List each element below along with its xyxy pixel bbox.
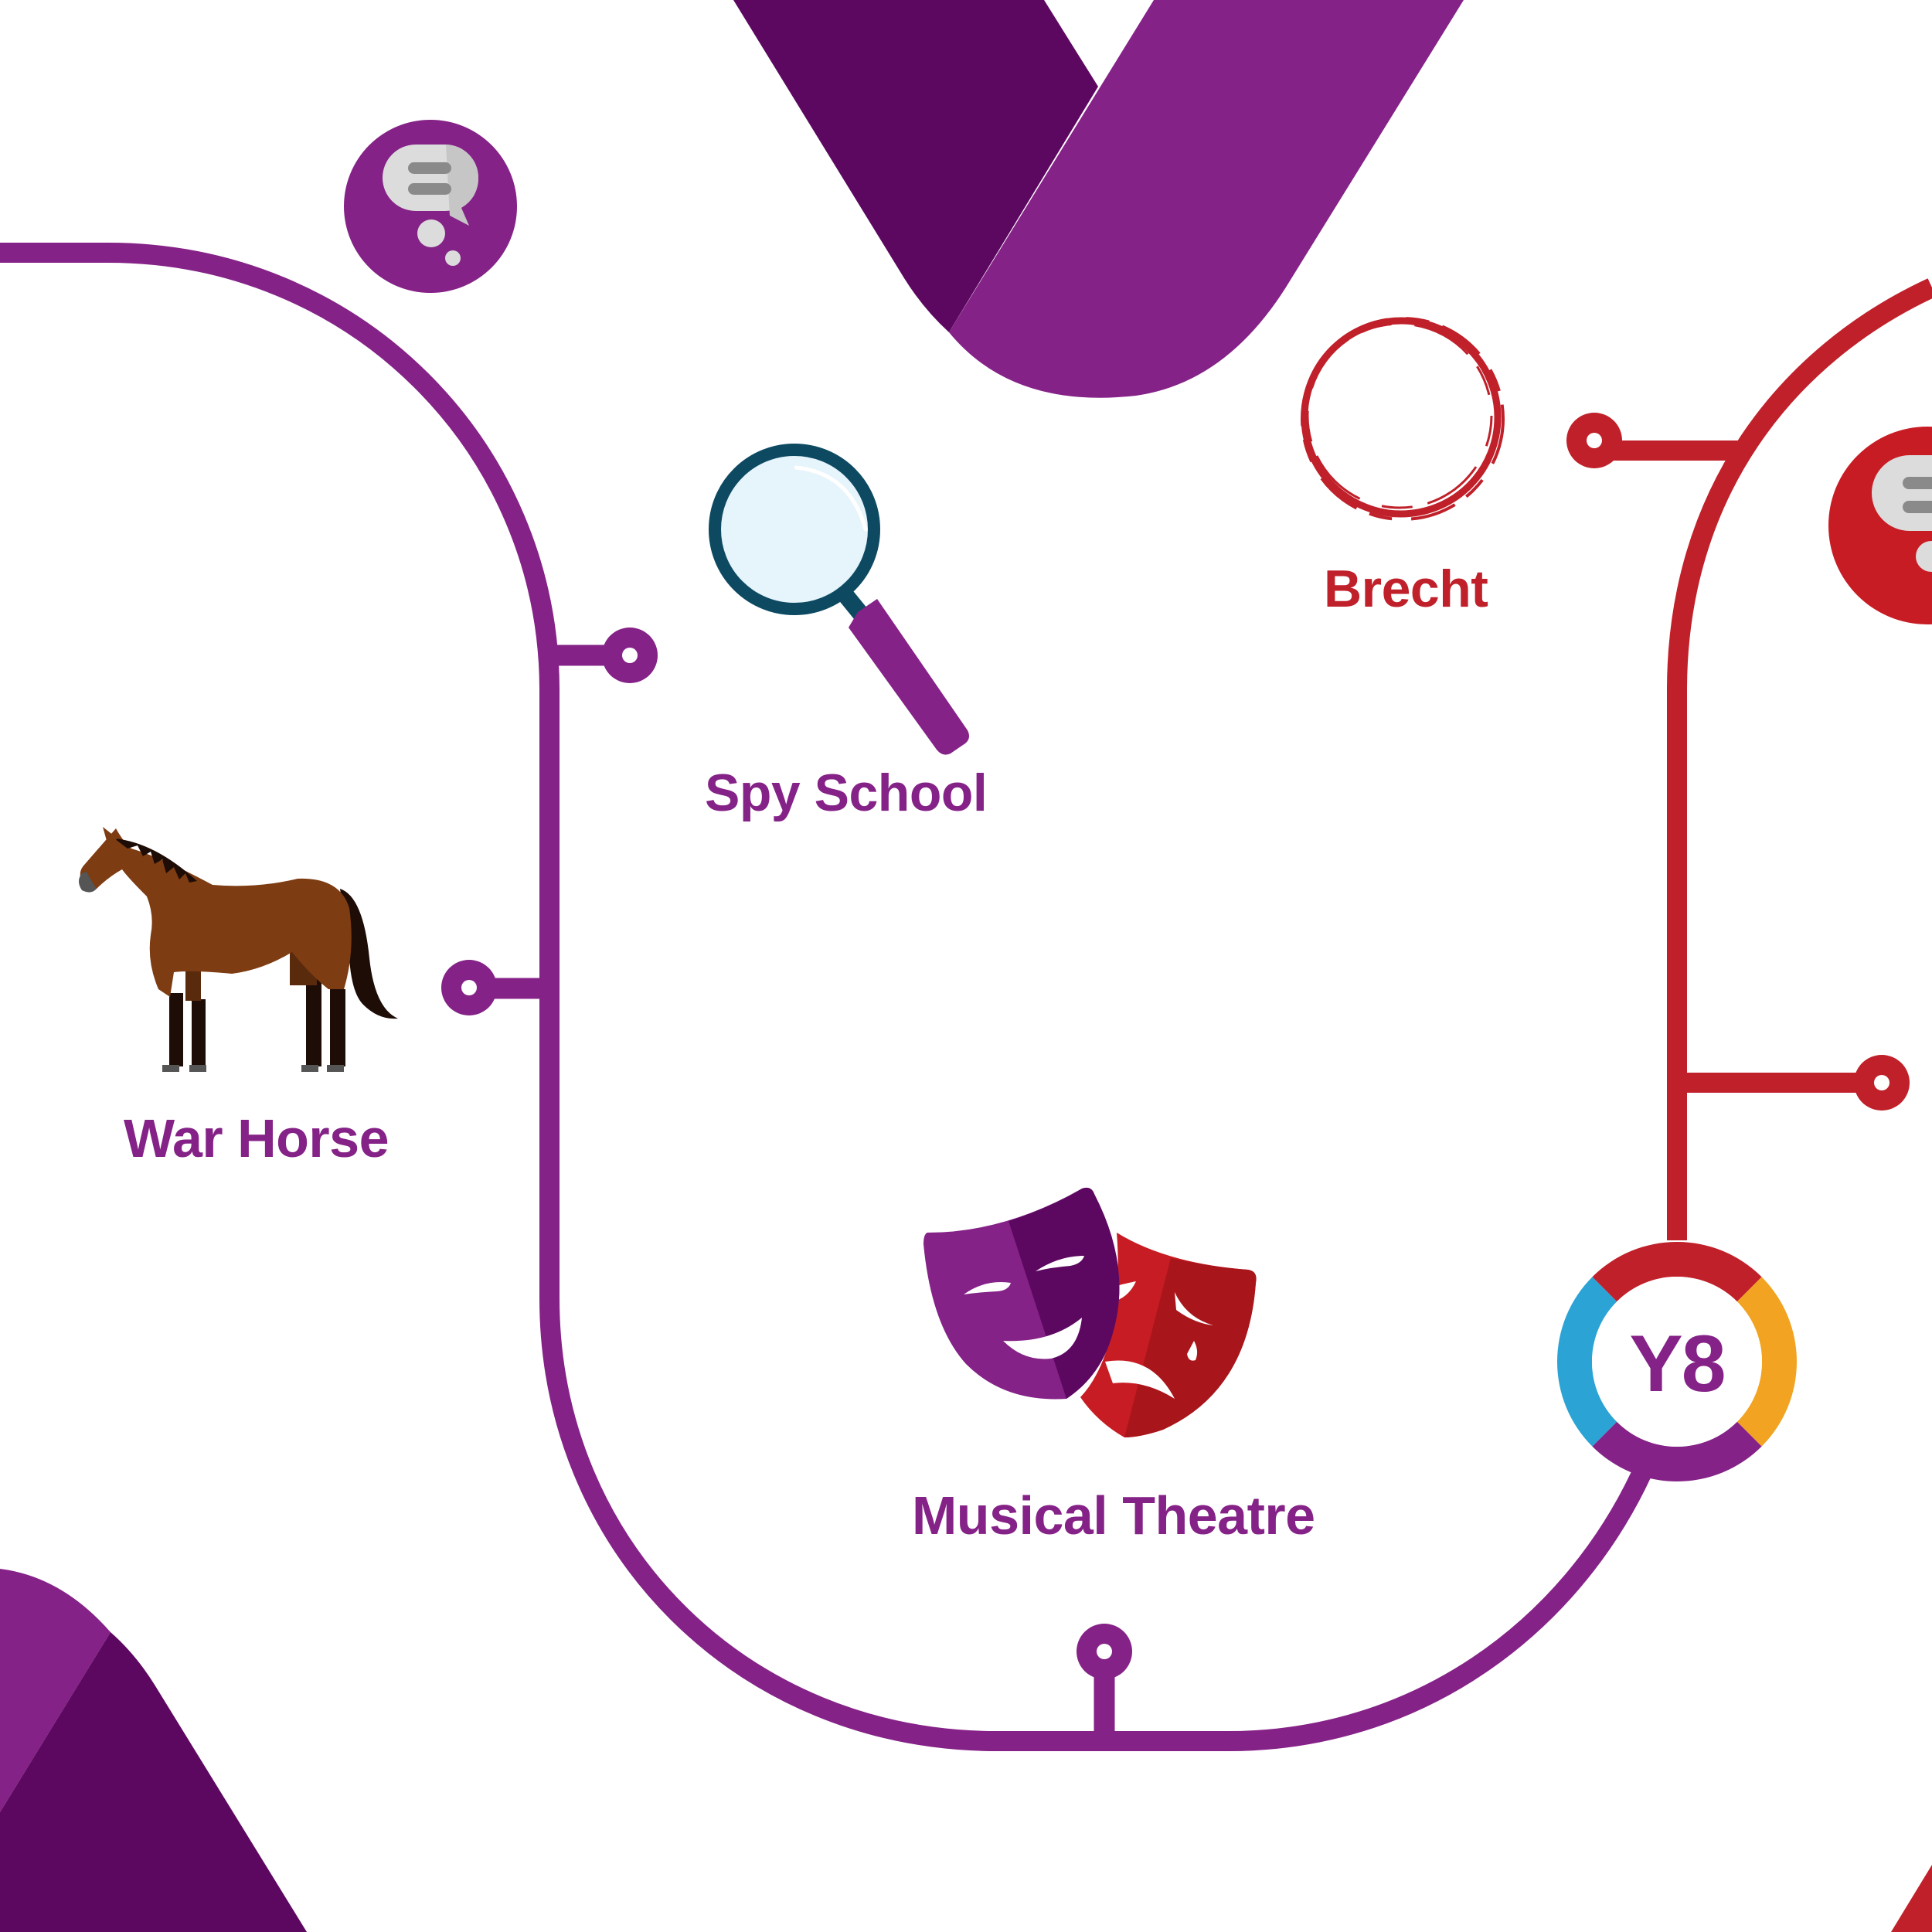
stop-label-musical-theatre: Musical Theatre — [912, 1485, 1315, 1546]
bottom-right-ribbon-decoration — [1891, 1865, 1932, 1932]
theatre-masks-icon — [923, 1187, 1257, 1437]
purple-route-line — [0, 243, 1651, 1751]
brush-circle-icon — [1301, 317, 1505, 521]
stop-marker-spy-school[interactable] — [549, 628, 658, 683]
stop-label-spy-school: Spy School — [705, 764, 988, 822]
y8-badge-ring[interactable] — [1557, 1242, 1797, 1481]
thought-bubble-icon-red — [1828, 427, 1932, 624]
stop-marker-musical-theatre[interactable] — [1077, 1624, 1132, 1741]
stop-label-war-horse: War Horse — [124, 1108, 389, 1168]
red-route-line — [1667, 278, 1932, 1240]
top-v-ribbon-decoration — [733, 0, 1464, 398]
horse-icon — [79, 827, 398, 1072]
stop-marker-red-right[interactable] — [1677, 1055, 1910, 1111]
stop-marker-war-horse[interactable] — [441, 960, 549, 1015]
bottom-left-ribbon-decoration — [0, 1569, 307, 1932]
y8-badge-label: Y8 — [1629, 1319, 1726, 1409]
thought-bubble-icon — [344, 120, 517, 293]
stop-marker-brecht[interactable] — [1566, 413, 1743, 468]
magnifying-glass-icon — [709, 444, 969, 755]
stop-label-brecht: Brecht — [1324, 560, 1488, 618]
